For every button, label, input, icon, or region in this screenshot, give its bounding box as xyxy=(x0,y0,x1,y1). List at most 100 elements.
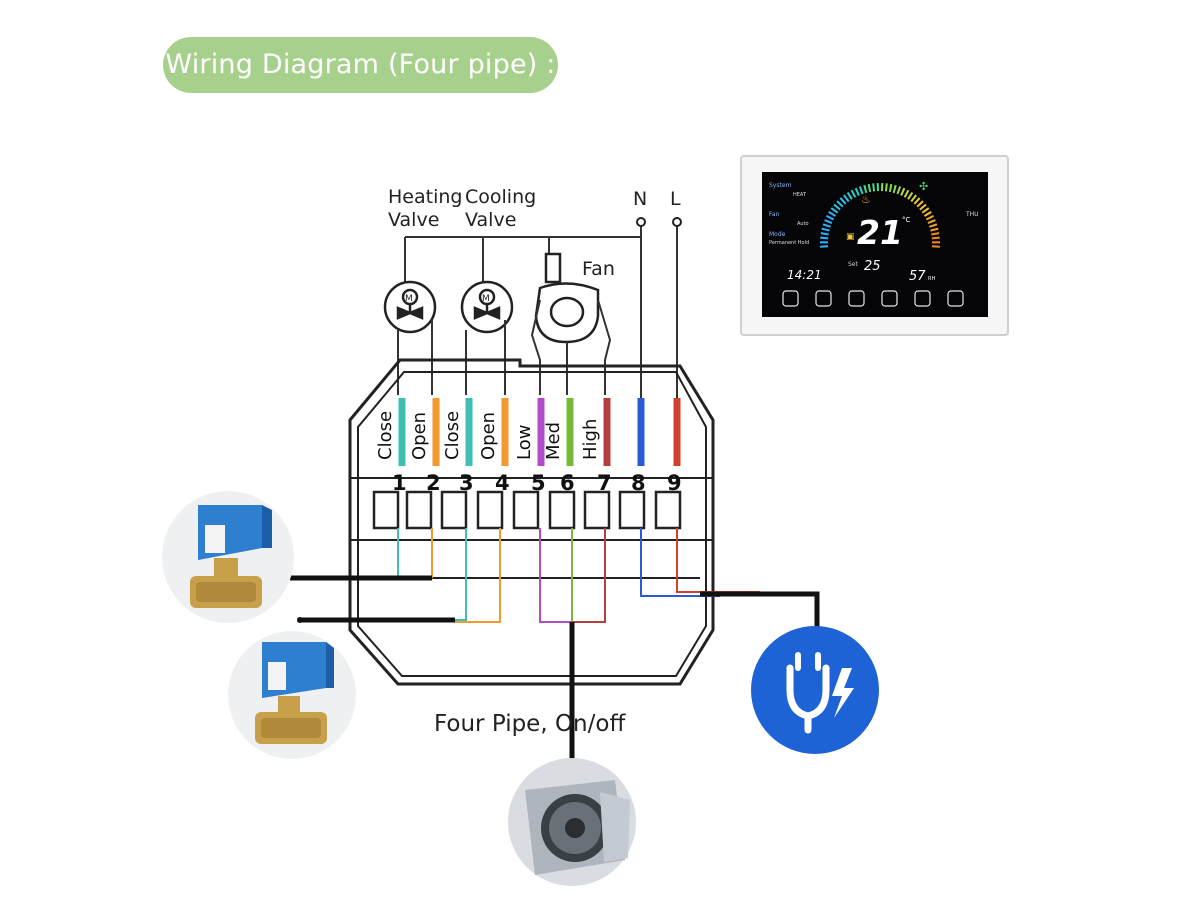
cooling-valve-label-2: Valve xyxy=(465,209,516,231)
menu-hold: Permanent Hold xyxy=(769,240,809,246)
neutral-label: N xyxy=(633,188,647,210)
svg-text:M: M xyxy=(482,294,490,304)
diagram-caption: Four Pipe, On/off xyxy=(434,711,626,737)
gauge-tick xyxy=(850,189,857,198)
power-button-icon[interactable] xyxy=(782,290,799,307)
gauge-tick xyxy=(888,183,893,193)
humidity-unit: RH xyxy=(928,276,935,282)
terminal-5-number: 5 xyxy=(531,471,546,495)
gauge-tick xyxy=(858,186,864,195)
gauge-tick xyxy=(907,191,914,200)
menu-button-icon[interactable] xyxy=(815,290,832,307)
thermostat-screen: System HEAT Fan Auto Mode Permanent Hold… xyxy=(769,180,979,307)
gauge-tick xyxy=(830,207,839,214)
set-label: Set xyxy=(848,261,859,268)
temperature-gauge-arc xyxy=(819,183,941,248)
terminal-1-marker xyxy=(398,398,406,466)
thermostat-buttons xyxy=(782,290,964,307)
terminal-2-number: 2 xyxy=(426,471,441,495)
current-temperature: 21 xyxy=(857,213,903,252)
menu-fan: Fan xyxy=(769,211,780,218)
gauge-tick xyxy=(903,189,910,198)
live-label: L xyxy=(670,188,681,210)
terminal-2-marker xyxy=(432,398,440,466)
terminal-7-label: High xyxy=(580,419,601,460)
terminal-color-markers xyxy=(398,398,681,466)
humidity-value: 57 xyxy=(909,269,926,284)
gauge-tick xyxy=(931,232,940,236)
terminal-slots xyxy=(372,490,682,530)
set-temperature: 25 xyxy=(864,259,881,274)
gauge-tick xyxy=(896,186,902,195)
gauge-tick xyxy=(846,191,853,200)
power-plug-icon xyxy=(751,626,879,754)
terminal-7-marker xyxy=(603,398,611,466)
terminal-block xyxy=(348,358,715,686)
terminal-5-label: Low xyxy=(514,425,535,460)
terminal-7-number: 7 xyxy=(597,471,612,495)
gauge-tick xyxy=(900,187,906,196)
gauge-tick xyxy=(820,236,829,240)
terminal-4-label: Open xyxy=(478,412,499,460)
clock-button-icon[interactable] xyxy=(881,290,898,307)
temp-unit: °C xyxy=(902,216,911,224)
gauge-tick xyxy=(843,194,850,203)
gauge-tick xyxy=(821,227,830,232)
up-button-icon[interactable] xyxy=(914,290,931,307)
gauge-tick xyxy=(921,207,930,214)
fan-blower-photo xyxy=(508,758,636,886)
gauge-tick xyxy=(892,184,897,194)
terminal-9-marker xyxy=(673,398,681,466)
fan-label: Fan xyxy=(582,258,615,280)
thermostat-device xyxy=(740,155,1009,336)
heating-valve-actuator-photo xyxy=(162,491,294,623)
menu-mode: Mode xyxy=(769,231,786,238)
gauge-tick xyxy=(931,236,940,240)
terminal-1-label: Close xyxy=(375,411,396,460)
terminal-6-label: Med xyxy=(543,422,564,460)
fan-mode-icon: ✣ xyxy=(919,180,928,193)
gauge-tick xyxy=(919,203,927,211)
heating-valve-icon: M xyxy=(383,280,437,334)
gauge-tick xyxy=(913,197,921,205)
gauge-tick xyxy=(910,194,917,203)
gauge-tick xyxy=(820,245,829,248)
svg-text:M: M xyxy=(405,294,413,304)
gauge-tick xyxy=(925,214,934,221)
terminal-6-number: 6 xyxy=(560,471,575,495)
gauge-tick xyxy=(863,184,868,194)
terminal-9-number: 9 xyxy=(667,471,682,495)
terminal-4-marker xyxy=(501,398,509,466)
terminal-3-marker xyxy=(465,398,473,466)
gauge-tick xyxy=(828,211,837,217)
terminal-8-marker xyxy=(637,398,645,466)
gauge-tick xyxy=(833,203,841,211)
cable-junction xyxy=(297,617,303,623)
terminal-4-number: 4 xyxy=(495,471,510,495)
fahrenheit-button-icon[interactable] xyxy=(848,290,865,307)
heating-valve-label-2: Valve xyxy=(388,209,439,231)
gauge-tick xyxy=(824,219,833,225)
gauge-tick xyxy=(927,219,936,225)
gauge-tick xyxy=(931,245,940,248)
neutral-terminal-icon xyxy=(636,217,646,227)
heating-valve-label-1: Heating xyxy=(388,186,462,208)
gauge-tick xyxy=(923,211,932,217)
clock-time: 14:21 xyxy=(787,268,822,282)
gauge-tick xyxy=(930,227,939,232)
down-button-icon[interactable] xyxy=(947,290,964,307)
gauge-tick xyxy=(826,214,835,221)
terminal-3-number: 3 xyxy=(459,471,474,495)
terminal-8-number: 8 xyxy=(631,471,646,495)
menu-heat: HEAT xyxy=(793,192,807,198)
gauge-tick xyxy=(820,232,829,236)
gauge-tick xyxy=(872,183,876,192)
menu-auto: Auto xyxy=(797,221,809,227)
output-wires xyxy=(300,528,760,623)
terminal-6-marker xyxy=(566,398,574,466)
gauge-tick xyxy=(839,197,847,205)
terminal-1-number: 1 xyxy=(392,471,407,495)
